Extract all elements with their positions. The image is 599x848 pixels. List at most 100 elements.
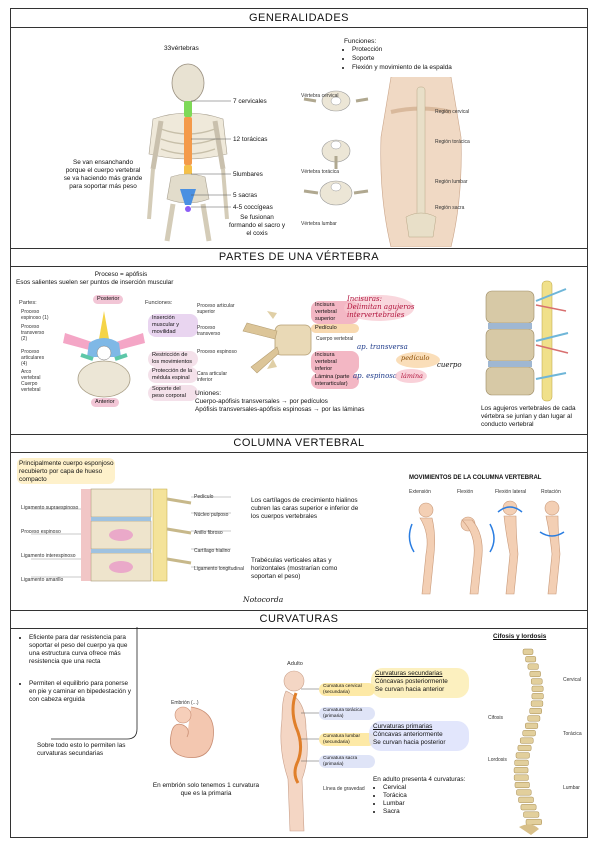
vertebra-top-figure	[63, 311, 145, 398]
vertebra-block	[530, 678, 543, 685]
vertebra-block	[518, 796, 534, 803]
vertebra-block	[523, 811, 540, 818]
vertebra-block	[522, 730, 536, 737]
trabeculas-note: Trabéculas verticales altas y horizontal…	[251, 557, 338, 580]
cifosis-title: Cifosis y lordosis	[493, 633, 547, 640]
caption: Proceso espinoso	[21, 529, 61, 535]
caption: Región cervical	[435, 109, 470, 115]
column-section-figure	[31, 488, 231, 582]
caption: Región torácica	[435, 139, 470, 145]
vertebra-part-label: Proceso articular superior	[197, 303, 235, 315]
function-label: Soporte del peso corporal	[148, 385, 198, 401]
funcion-item: Soporte	[352, 55, 504, 63]
vertebra-block	[529, 670, 541, 678]
adult-silhouette-figure	[280, 670, 308, 832]
caption: Vértebra cervical	[301, 93, 339, 99]
caption: Vértebra lumbar	[301, 221, 337, 227]
hand-incisuras: Incisuras: Delimitan agujeros interverte…	[347, 295, 415, 319]
movement-label: Flexión	[457, 489, 474, 495]
adulto-note: En adulto presenta 4 curvaturas:	[373, 776, 466, 783]
coccigeas-label: 4-5 coccígeas	[233, 204, 273, 211]
primarias-line: Se curvan hacia posterior	[373, 739, 446, 746]
hand-cuerpo: cuerpo	[437, 361, 462, 369]
sobre-todo-note: Sobre todo esto lo permiten las curvatur…	[37, 742, 126, 757]
partes-label: Partes:	[19, 300, 37, 306]
highlight-blob	[396, 352, 440, 368]
sacras-label: 5 sacras	[233, 192, 258, 199]
movimientos-title: MOVIMIENTOS DE LA COLUMNA VERTEBRAL	[409, 475, 542, 481]
part-label: Cuerpo vertebral	[21, 381, 41, 393]
section-divider	[11, 610, 587, 611]
caption: Cartílago hialino	[194, 548, 231, 554]
highlight-blob	[395, 369, 427, 383]
vertebra-block	[531, 693, 544, 700]
function-label: Restricción de los movimientos	[148, 351, 198, 367]
movement-label: Flexión lateral	[495, 489, 527, 495]
adult-leader-lines	[301, 688, 321, 762]
caption: Vértebra torácica	[301, 169, 340, 175]
vertebra-block	[513, 774, 529, 781]
curvaturas-bullets: Eficiente para dar resistencia para sopo…	[19, 634, 133, 709]
bracket-line	[51, 627, 138, 740]
section-title-partes: PARTES DE UNA VÉRTEBRA	[11, 248, 587, 267]
caption: Curvatura lumbar (secundaria)	[319, 733, 375, 747]
notocorda-label: Notocorda	[243, 595, 284, 604]
vertebra-block	[517, 744, 532, 752]
hand-lamina: lámina	[401, 372, 423, 380]
vertebra-part-label: Pedículo	[311, 324, 359, 333]
caption: Ligamento interespinoso	[21, 553, 76, 559]
fusion-note: Se fusionan formando el sacro y el coxis	[228, 214, 286, 237]
highlight-blob	[371, 668, 469, 698]
highlight-blob	[344, 295, 414, 321]
caption: Ligamento amarillo	[21, 577, 64, 583]
vertebra-block	[516, 789, 532, 796]
caption: Curvatura cervical (secundaria)	[319, 683, 375, 697]
hand-ap-transversa: ap. transversa	[357, 343, 408, 351]
funcion-item: Flexión y movimiento de la espalda	[352, 64, 504, 72]
caption: Cifosis	[488, 715, 504, 721]
posterior-label: Posterior	[93, 295, 124, 304]
secundarias-title: Curvaturas secundarias	[375, 670, 443, 677]
cartilagos-note: Los cartílagos de crecimiento hialinos c…	[251, 497, 359, 520]
vertebra-count: 33vértebras	[164, 45, 199, 52]
highlight-blob	[369, 721, 469, 751]
adulto-list-item: Sacra	[383, 808, 473, 816]
skeleton-back-figure	[147, 63, 229, 242]
cervicales-label: 7 cervicales	[233, 98, 267, 105]
caption: Curvatura torácica (primaria)	[319, 707, 375, 721]
spine-lateral-figure	[513, 648, 544, 835]
vertebra-types-figure	[303, 90, 369, 206]
adulto-list-item: Torácica	[383, 792, 473, 800]
function-label: Inserción muscular y movilidad	[148, 314, 198, 337]
vertebra-part-label: Lámina (parte interarticular)	[311, 373, 359, 389]
spine-segment-figure	[485, 280, 569, 402]
vertebra-block	[522, 648, 534, 655]
toracicas-label: 12 torácicas	[233, 136, 268, 143]
caption: Anillo fibroso	[194, 530, 223, 536]
caption: Lordosis	[488, 757, 507, 763]
secundarias-line: Cóncavas posteriormente	[375, 678, 448, 685]
proceso-title: Proceso = apófisis	[94, 271, 148, 278]
primarias-line: Cóncavas anteriormente	[373, 731, 443, 738]
caption: Lumbar	[563, 785, 580, 791]
caption: Región sacra	[435, 205, 465, 211]
vertebra-part-label: Proceso espinoso	[197, 349, 237, 355]
vertebra-block	[513, 767, 529, 774]
union-item: Cuerpo-apófisis transversales → por pedí…	[195, 398, 328, 405]
skeleton-leader-lines	[191, 100, 231, 208]
caption: Curvatura sacra (primaria)	[319, 755, 375, 769]
vertebra-block	[520, 804, 537, 811]
caption: Núcleo pulposo	[194, 512, 229, 518]
vertebra-block	[525, 818, 543, 826]
adulto-list: Cervical Torácica Lumbar Sacra	[373, 784, 473, 816]
part-label: Proceso articulares (4)	[21, 349, 45, 367]
union-item: Apófisis transversales-apófisis espinosa…	[195, 406, 365, 413]
agujeros-note: Los agujeros vertebrales de cada vértebr…	[481, 405, 576, 428]
caption: Cervical	[563, 677, 582, 683]
vertebra-block	[525, 656, 537, 663]
caption: Región lumbar	[435, 179, 468, 185]
lumbares-label: 5lumbares	[233, 171, 263, 178]
embryo-figure	[169, 706, 214, 758]
section-divider	[11, 434, 587, 435]
bullet-item: Permiten el equilibrio para ponerse en p…	[29, 680, 133, 704]
